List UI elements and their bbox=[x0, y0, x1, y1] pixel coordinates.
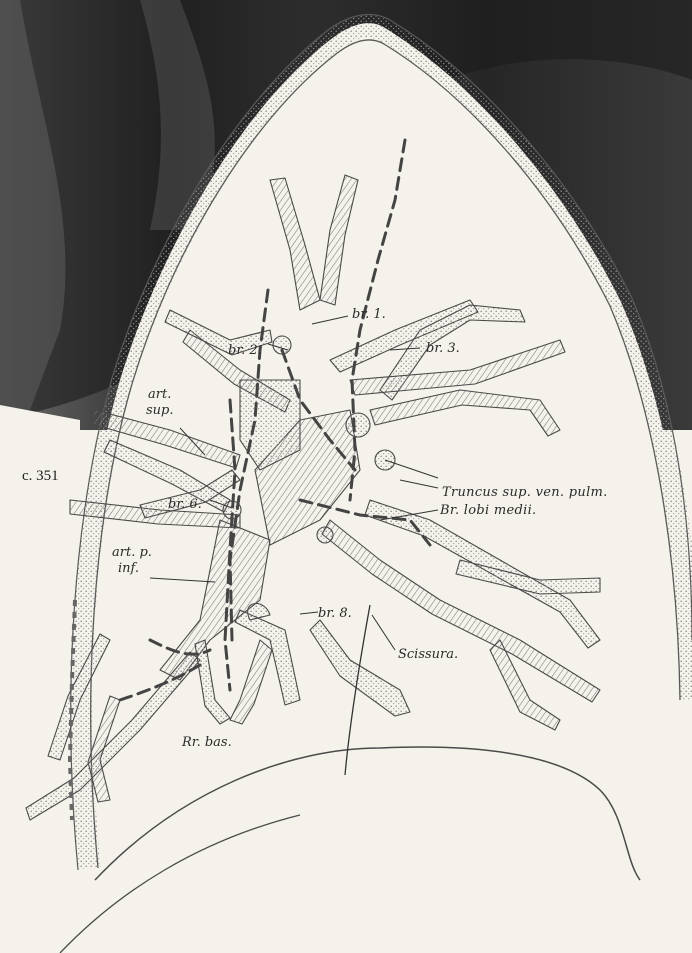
label-br3: br. 3. bbox=[426, 341, 460, 356]
label-art-sup-2: sup. bbox=[146, 403, 174, 418]
label-scissura: Scissura. bbox=[398, 647, 458, 662]
label-lobi-medii: Br. lobi medii. bbox=[439, 503, 537, 518]
label-br8: br. 8. bbox=[318, 606, 352, 621]
label-br2: br. 2. bbox=[228, 343, 262, 358]
figure-ref: c. 351 bbox=[22, 468, 59, 484]
label-art-sup-1: art. bbox=[148, 387, 171, 402]
label-br1: br. 1. bbox=[352, 307, 386, 322]
label-br6: br. 6. bbox=[168, 497, 202, 512]
label-rr-bas: Rr. bas. bbox=[181, 735, 232, 750]
label-art-inf-1: art. p. bbox=[112, 545, 152, 560]
label-art-inf-2: inf. bbox=[118, 561, 139, 576]
label-truncus: Truncus sup. ven. pulm. bbox=[442, 485, 608, 500]
